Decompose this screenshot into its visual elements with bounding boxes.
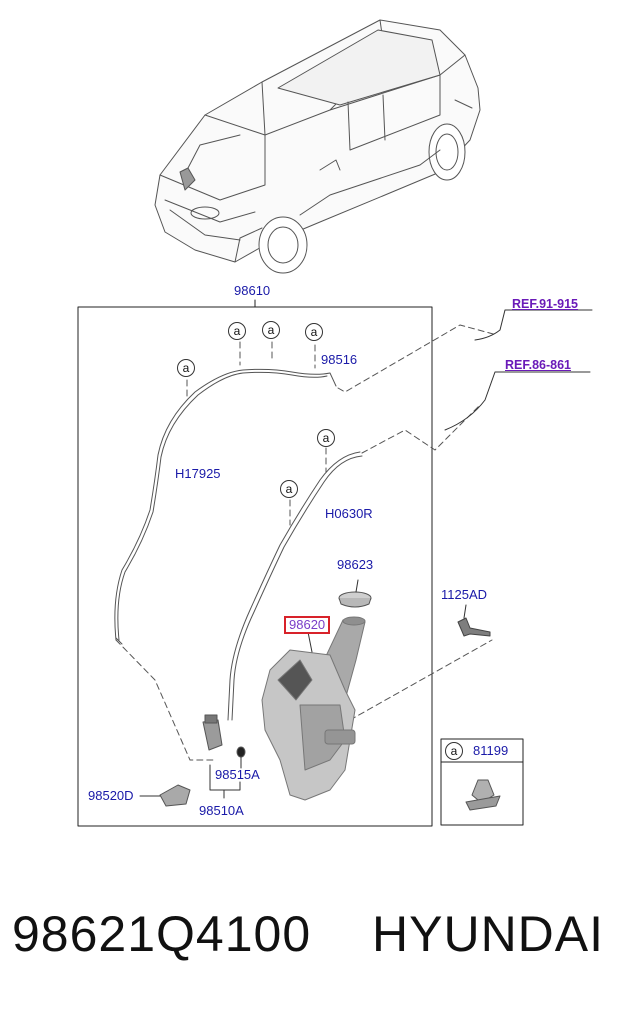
label-hose-front[interactable]: H17925 <box>175 466 221 481</box>
label-pump[interactable]: 98510A <box>199 803 244 818</box>
assembly-frame <box>77 306 433 827</box>
label-grommet[interactable]: 98515A <box>215 767 260 782</box>
callout-a-icon[interactable]: a <box>317 429 335 447</box>
label-pump-seal[interactable]: 98520D <box>88 788 134 803</box>
callout-a-icon[interactable]: a <box>228 322 246 340</box>
diagram-illustration <box>77 19 593 827</box>
label-bolt[interactable]: 1125AD <box>441 587 488 602</box>
callout-a-icon[interactable]: a <box>262 321 280 339</box>
reservoir-shape <box>261 616 366 801</box>
label-ref-upper[interactable]: REF.91-915 <box>512 297 579 311</box>
callout-a-icon[interactable]: a <box>280 480 298 498</box>
vehicle-illustration <box>154 19 481 274</box>
label-hose-rear[interactable]: H0630R <box>325 506 373 521</box>
label-assembly[interactable]: 98610 <box>234 283 271 298</box>
label-ref-lower[interactable]: REF.86-861 <box>505 358 572 372</box>
label-nozzle[interactable]: 98516 <box>321 352 358 367</box>
label-reservoir[interactable]: 98620 <box>284 616 331 634</box>
part-number: 98621Q4100 <box>12 906 312 962</box>
callout-a-icon: a <box>445 742 463 760</box>
label-clip[interactable]: 81199 <box>473 743 509 758</box>
brand-name: HYUNDAI <box>372 906 605 962</box>
callout-a-icon[interactable]: a <box>177 359 195 377</box>
callout-a-icon[interactable]: a <box>305 323 323 341</box>
label-cap[interactable]: 98623 <box>337 557 374 572</box>
